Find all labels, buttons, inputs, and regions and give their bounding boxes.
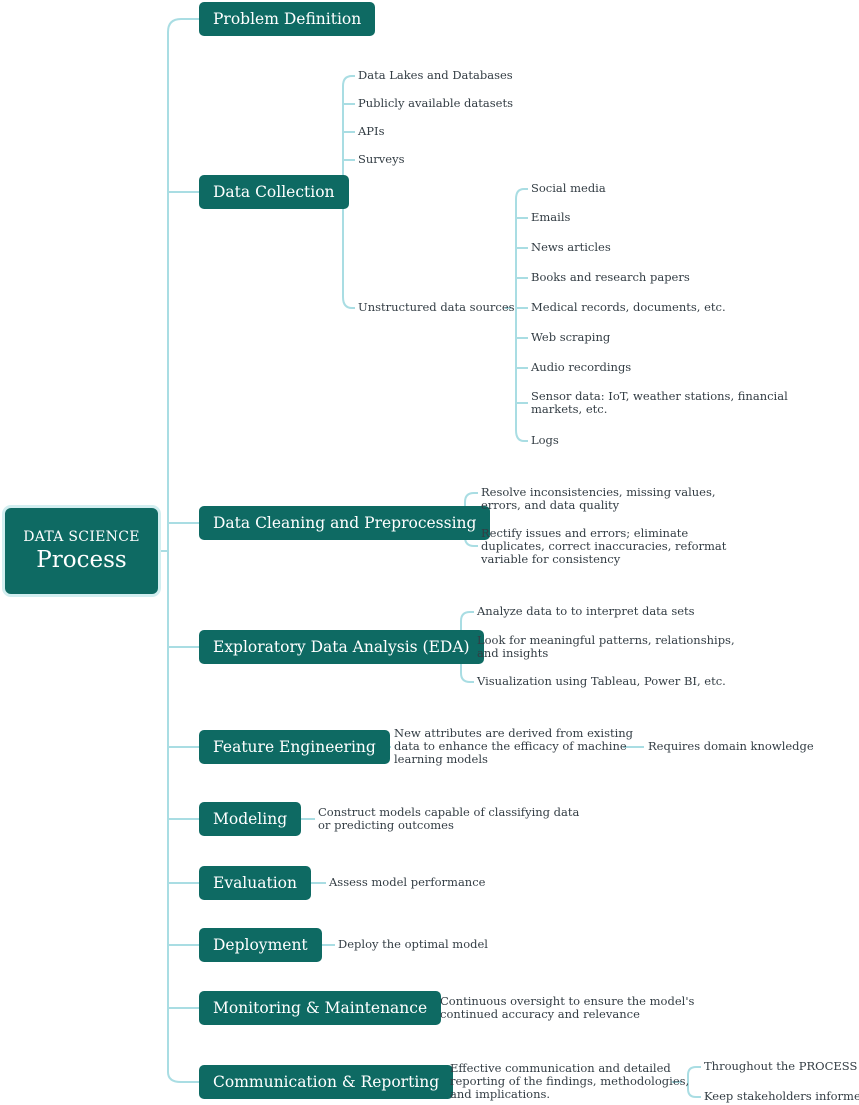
unstructured-sensor-line1: Sensor data: IoT, weather stations, fina… [531,389,788,403]
step-feature-engineering[interactable]: Feature Engineering [199,730,390,764]
eda-note-1: Analyze data to to interpret data sets [477,604,695,618]
step-problem-definition[interactable]: Problem Definition [199,2,376,36]
step-monitoring-maintenance[interactable]: Monitoring & Maintenance [199,991,442,1025]
feature-sub-note: Requires domain knowledge [648,739,814,753]
cleaning-note-2-line1: Rectify issues and errors; eliminate [481,526,689,540]
unstructured-logs: Logs [531,433,559,447]
unstructured-sensor-line2: markets, etc. [531,402,608,416]
communication-note-line1: Effective communication and detailed [450,1061,671,1075]
step-data-collection[interactable]: Data Collection [199,175,349,209]
modeling-note-line1: Construct models capable of classifying … [318,805,580,819]
monitoring-note-line2: continued accuracy and relevance [440,1007,640,1021]
step-deployment[interactable]: Deployment [199,928,322,962]
feature-note-line1: New attributes are derived from existing [394,726,634,740]
source-data-lakes: Data Lakes and Databases [358,68,513,82]
evaluation-note: Assess model performance [329,875,486,889]
source-apis: APIs [358,124,385,138]
unstructured-audio: Audio recordings [531,360,632,374]
step-eda[interactable]: Exploratory Data Analysis (EDA) [199,630,484,664]
communication-sub-1: Throughout the PROCESS [704,1059,858,1073]
feature-note-line2: data to enhance the efficacy of machine [394,739,627,753]
root-top-label: DATA SCIENCE [23,529,140,545]
step-evaluation[interactable]: Evaluation [199,866,311,900]
modeling-note-line2: or predicting outcomes [318,818,454,832]
cleaning-note-1-line1: Resolve inconsistencies, missing values, [481,485,716,499]
cleaning-note-1-line2: errors, and data quality [481,498,620,512]
root-main-label: Process [36,547,127,573]
eda-note-2-line2: and insights [477,646,549,660]
step-communication-reporting[interactable]: Communication & Reporting [199,1065,454,1099]
unstructured-books-papers: Books and research papers [531,270,690,284]
source-public-datasets: Publicly available datasets [358,96,513,110]
source-surveys: Surveys [358,152,405,166]
feature-note-line3: learning models [394,752,488,766]
root-node: DATA SCIENCE Process [5,508,158,594]
eda-note-3: Visualization using Tableau, Power BI, e… [477,674,726,688]
source-unstructured: Unstructured data sources [358,300,515,314]
communication-note-line2: reporting of the findings, methodologies… [450,1074,690,1088]
communication-sub-2: Keep stakeholders informed [704,1089,859,1103]
cleaning-note-2-line3: variable for consistency [481,552,621,566]
unstructured-medical-records: Medical records, documents, etc. [531,300,726,314]
step-data-cleaning[interactable]: Data Cleaning and Preprocessing [199,506,491,540]
monitoring-note-line1: Continuous oversight to ensure the model… [440,994,695,1008]
unstructured-web-scraping: Web scraping [531,330,611,344]
eda-note-2-line1: Look for meaningful patterns, relationsh… [477,633,735,647]
deployment-note: Deploy the optimal model [338,937,488,951]
cleaning-note-2-line2: duplicates, correct inaccuracies, reform… [481,539,727,553]
step-modeling[interactable]: Modeling [199,802,302,836]
unstructured-social-media: Social media [531,181,606,195]
unstructured-news-articles: News articles [531,240,611,254]
unstructured-emails: Emails [531,210,571,224]
communication-note-line3: and implications. [450,1087,551,1101]
